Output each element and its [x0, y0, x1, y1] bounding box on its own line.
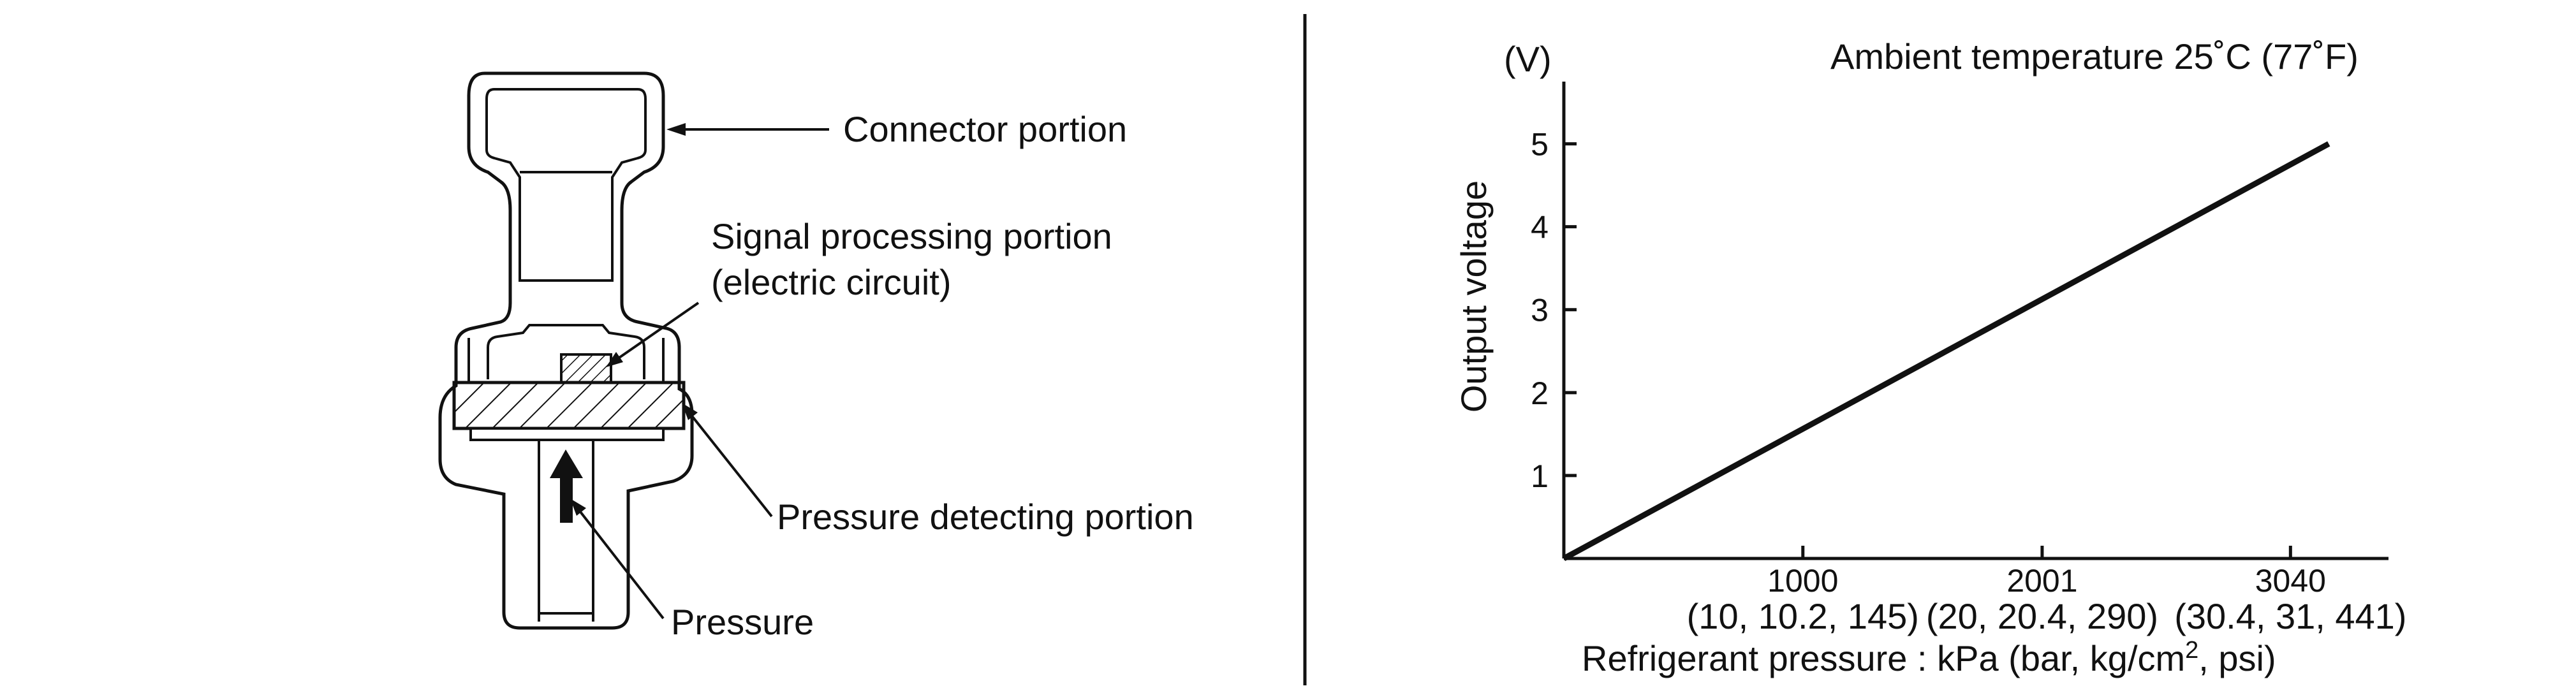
pressure-arrow-icon: [550, 449, 583, 523]
output-voltage-series-line: [1562, 141, 2330, 561]
pressure-label: Pressure: [671, 602, 814, 642]
y-tick-label: 3: [1531, 293, 1549, 328]
x-axis-title-suffix: , psi): [2198, 638, 2276, 678]
leader-lines: [570, 123, 829, 620]
chart-title: Ambient temperature 25˚C (77˚F): [1830, 36, 2359, 77]
y-tick-label: 5: [1531, 127, 1549, 163]
x-ticks: 1000(10, 10.2, 145) 2001(20, 20.4, 290) 30…: [1687, 546, 2406, 636]
x-axis-title-main: Refrigerant pressure : kPa (bar, kg/cm: [1582, 638, 2185, 678]
x-tick-label: 2001: [2006, 563, 2077, 599]
connector-portion-label: Connector portion: [843, 109, 1127, 149]
x-axis-title-superscript: 2: [2185, 637, 2198, 664]
y-tick-label: 4: [1531, 210, 1549, 245]
y-ticks: 1 2 3 4 5: [1531, 127, 1577, 494]
electric-circuit-label: (electric circuit): [711, 262, 951, 302]
x-tick-sublabel: (20, 20.4, 290): [1926, 596, 2158, 636]
signal-processing-label: Signal processing portion: [711, 216, 1112, 256]
y-axis-title: Output voltage: [1454, 180, 1494, 412]
sensor-body-outline: [438, 71, 694, 630]
pressure-detecting-plate: [452, 381, 686, 430]
x-tick-sublabel: (10, 10.2, 145): [1687, 596, 1919, 636]
y-axis-unit: (V): [1504, 39, 1552, 79]
pressure-detecting-label: Pressure detecting portion: [777, 497, 1194, 537]
x-axis-title: Refrigerant pressure : kPa (bar, kg/cm2,…: [1582, 637, 2276, 678]
y-tick-label: 2: [1531, 376, 1549, 411]
pressure-sensor-diagram: Connector portion Signal processing port…: [438, 71, 1194, 642]
output-voltage-chart: Ambient temperature 25˚C (77˚F) (V) Outp…: [1454, 36, 2406, 678]
x-tick-sublabel: (30.4, 31, 441): [2174, 596, 2406, 636]
y-tick-label: 1: [1531, 458, 1549, 494]
x-tick-label: 3040: [2255, 563, 2326, 599]
plate-base: [469, 427, 665, 441]
signal-processing-chip: [560, 353, 612, 384]
x-tick-label: 1000: [1767, 563, 1838, 599]
